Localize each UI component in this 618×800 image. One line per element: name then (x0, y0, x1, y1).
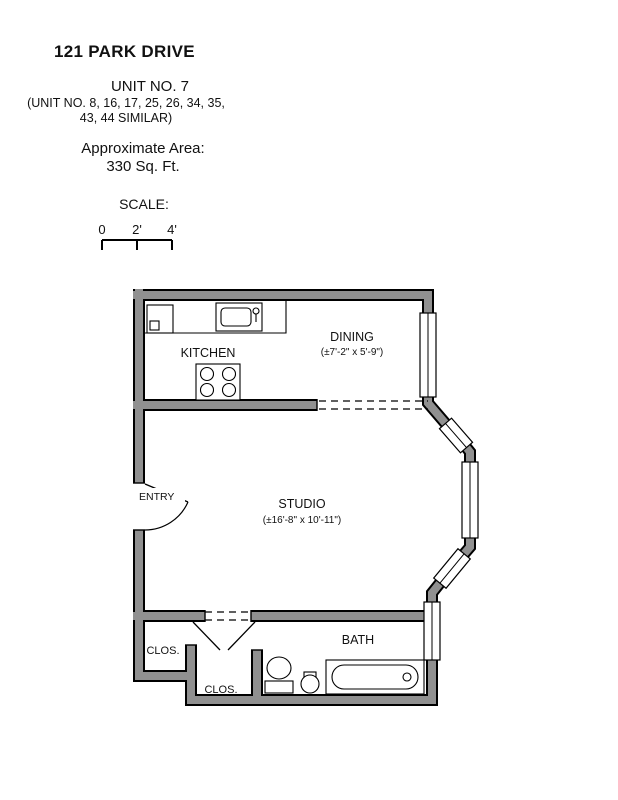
studio-label: STUDIO (278, 497, 326, 511)
address-title: 121 PARK DRIVE (54, 42, 195, 61)
bath-label: BATH (342, 633, 374, 647)
kitchen-sink-icon (215, 302, 263, 332)
window-bath (423, 601, 441, 661)
window-dining (419, 312, 437, 398)
closet-doors (192, 621, 256, 651)
similar-units-line1: (UNIT NO. 8, 16, 17, 25, 26, 34, 35, (27, 96, 225, 110)
entry-label-group: ENTRY (135, 488, 185, 504)
window-bay-lower-angled (432, 547, 472, 590)
area-label: Approximate Area: (81, 140, 205, 157)
closet-1-label: CLOS. (146, 645, 179, 657)
scale-tick-2ft: 2' (132, 222, 142, 237)
entry-label: ENTRY (139, 491, 174, 503)
counter-edge (145, 301, 287, 334)
closet-2-label: CLOS. (204, 684, 237, 696)
window-bay-center (461, 461, 479, 539)
scale-label: SCALE: (119, 196, 169, 212)
studio-dimensions: (±16'-8" x 10'-11") (263, 515, 341, 526)
entry-door-arc (144, 501, 189, 531)
wall-outline-fill (133, 289, 474, 704)
scale-bar: 0 2' 4' (98, 222, 177, 250)
scale-tick-0: 0 (98, 222, 105, 237)
bath-door-leaf (227, 621, 256, 651)
room-labels: KITCHEN DINING (±7'-2" x 5'-9") STUDIO (… (135, 330, 383, 696)
entry-label-bg (135, 488, 185, 504)
bath-sink-icon (300, 671, 320, 694)
area-value: 330 Sq. Ft. (106, 158, 180, 175)
scale-tick-4ft: 4' (167, 222, 177, 237)
closet-door-leaf (192, 621, 221, 651)
dining-dimensions: (±7'-2" x 5'-9") (321, 347, 384, 358)
similar-units-line2: 43, 44 SIMILAR) (79, 111, 173, 125)
bathtub-icon (325, 659, 425, 695)
bath-fixtures (264, 656, 425, 695)
stove-icon (195, 363, 241, 401)
refrigerator-icon (146, 304, 174, 334)
window-bay-upper-angled (438, 417, 474, 454)
dining-label: DINING (330, 330, 374, 344)
toilet-icon (264, 656, 294, 694)
windows (419, 312, 479, 661)
kitchen-fixtures (145, 301, 287, 401)
kitchen-label: KITCHEN (181, 346, 236, 360)
unit-number: UNIT NO. 7 (110, 78, 190, 95)
openings (205, 400, 428, 621)
